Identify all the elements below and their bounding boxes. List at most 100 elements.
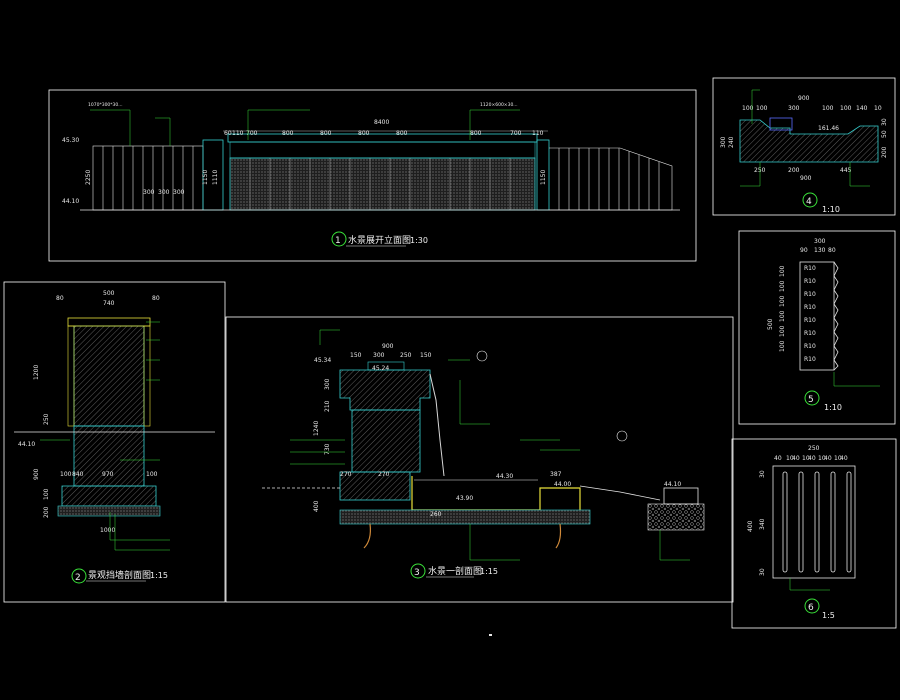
title-number-circle-1 (331, 231, 347, 247)
dim-label: 300 (720, 136, 727, 148)
dim-label: 60 (224, 130, 232, 137)
rib-label: R10 (804, 278, 816, 285)
dim-side-labels-1: 1150 1110 1150 2250 (85, 170, 547, 185)
level-label: 45.34 (314, 357, 331, 364)
dim-label: 100 (779, 325, 786, 337)
wall-base-3 (339, 471, 411, 501)
dim-label: 110 (532, 130, 544, 137)
dim-label: 270 (378, 471, 390, 478)
ground-line-3b (579, 485, 661, 501)
plate-outline-6 (772, 465, 856, 579)
dim-label: 40 (840, 455, 848, 462)
dim-label: 100 (779, 295, 786, 307)
title-number-circle-6 (804, 598, 820, 614)
level-label: 44.10 (62, 198, 79, 205)
left-railing (92, 145, 204, 211)
rib-profile-5 (833, 261, 839, 371)
title-number-6: 6 (808, 603, 814, 613)
rib-label: R10 (804, 343, 816, 350)
spec-note-top: 1120×600×30... (480, 102, 518, 108)
dim-label: 100 (146, 471, 158, 478)
dim-mid-labels-1: 300 300 300 (143, 189, 185, 196)
rib-label: R10 (804, 330, 816, 337)
drawing-scale-6: 1:5 (822, 611, 835, 620)
dim-label: 100 (742, 105, 754, 112)
dim-label: 200 (881, 146, 888, 158)
dim-label: 250 (808, 445, 820, 452)
leaders-4 (740, 89, 870, 187)
drawing-scale-2: 1:15 (150, 571, 168, 580)
drawing-scale-3: 1:15 (480, 567, 498, 576)
drawing-2-section: 500 740 80 80 1200 250 900 100 200 100 8… (14, 290, 215, 584)
wall-cap (227, 133, 538, 143)
dim-label: 90 (800, 247, 808, 254)
title-number-circle-2 (71, 568, 87, 584)
panel-frame-1 (48, 89, 697, 262)
dim-label: 40 (792, 455, 800, 462)
dim-label: 300 (324, 378, 331, 390)
dim-label: 300 (814, 238, 826, 245)
level-label: 43.90 (456, 495, 473, 502)
level-label: 44.00 (554, 481, 571, 488)
pool-slab-3 (339, 509, 591, 525)
wall-joints (249, 158, 511, 210)
leaders-3 (290, 329, 690, 561)
dim-label: 300 (143, 189, 155, 196)
dim-label: 40 (774, 455, 782, 462)
drain-pipe-3 (363, 523, 371, 549)
dim-label: 260 (430, 511, 442, 518)
wall-body-2 (73, 325, 145, 427)
panel-frame-2 (3, 281, 226, 603)
pool-liner-3 (411, 476, 581, 511)
dim-label: 500 (103, 290, 115, 297)
drain-pipe-3b (555, 523, 562, 549)
dim-label: 445 (840, 167, 852, 174)
dim-label: 80 (152, 295, 160, 302)
dim-label: 900 (798, 95, 810, 102)
title-number-1: 1 (335, 236, 341, 246)
wall-cap-band (229, 141, 536, 159)
dim-label: 240 (728, 136, 735, 148)
title-number-5: 5 (808, 395, 814, 405)
section-marker-5 (616, 430, 628, 442)
dim-label: 100 (840, 105, 852, 112)
wall-cap-2 (67, 317, 151, 327)
dim-label: 10 (818, 455, 826, 462)
dim-label: 100 (822, 105, 834, 112)
rib-label: R10 (804, 317, 816, 324)
drawing-6-detail: 250 40 10 40 10 40 10 40 10 40 400 30 34… (747, 445, 856, 620)
dim-label: 500 (767, 318, 774, 330)
dim-label: 1000 (100, 527, 115, 534)
dim-label: 150 (420, 352, 432, 359)
level-label: 45.24 (372, 365, 389, 372)
dim-label: 80 (56, 295, 64, 302)
stone-wall-face (229, 157, 536, 211)
dim-label: 30 (881, 118, 888, 126)
rib-label: R10 (804, 304, 816, 311)
title-number-circle-3 (410, 563, 426, 579)
dim-total-label: 8400 (374, 119, 389, 126)
dim-label: 800 (358, 130, 370, 137)
leaders-2 (40, 321, 170, 551)
dim-label: 100 (60, 471, 72, 478)
panel-body-5 (799, 261, 835, 371)
dim-label: 10 (786, 455, 794, 462)
dim-label: 1150 (202, 170, 209, 185)
drawing-scale-5: 1:10 (824, 403, 842, 412)
dim-label: 900 (33, 468, 40, 480)
dim-label: 800 (470, 130, 482, 137)
wall-body-3 (351, 409, 421, 473)
drawing-4-detail: 900 100 100 300 100 100 140 10 161.46 25… (720, 89, 888, 214)
footing-2 (61, 485, 157, 507)
dim-label: 30 (759, 470, 766, 478)
dim-label: 250 (43, 413, 50, 425)
wall-stem-2 (73, 425, 145, 487)
drawing-title-2: 景观挡墙剖面图 (88, 569, 151, 581)
dim-top-labels-1: 60 110 700 800 800 800 800 800 700 110 (224, 130, 544, 137)
weir-3 (367, 361, 405, 371)
level-label: 44.10 (18, 441, 35, 448)
dim-label: 1110 (212, 170, 219, 185)
facing-right-2 (143, 325, 151, 427)
dim-label: 300 (173, 189, 185, 196)
dim-label: 270 (340, 471, 352, 478)
